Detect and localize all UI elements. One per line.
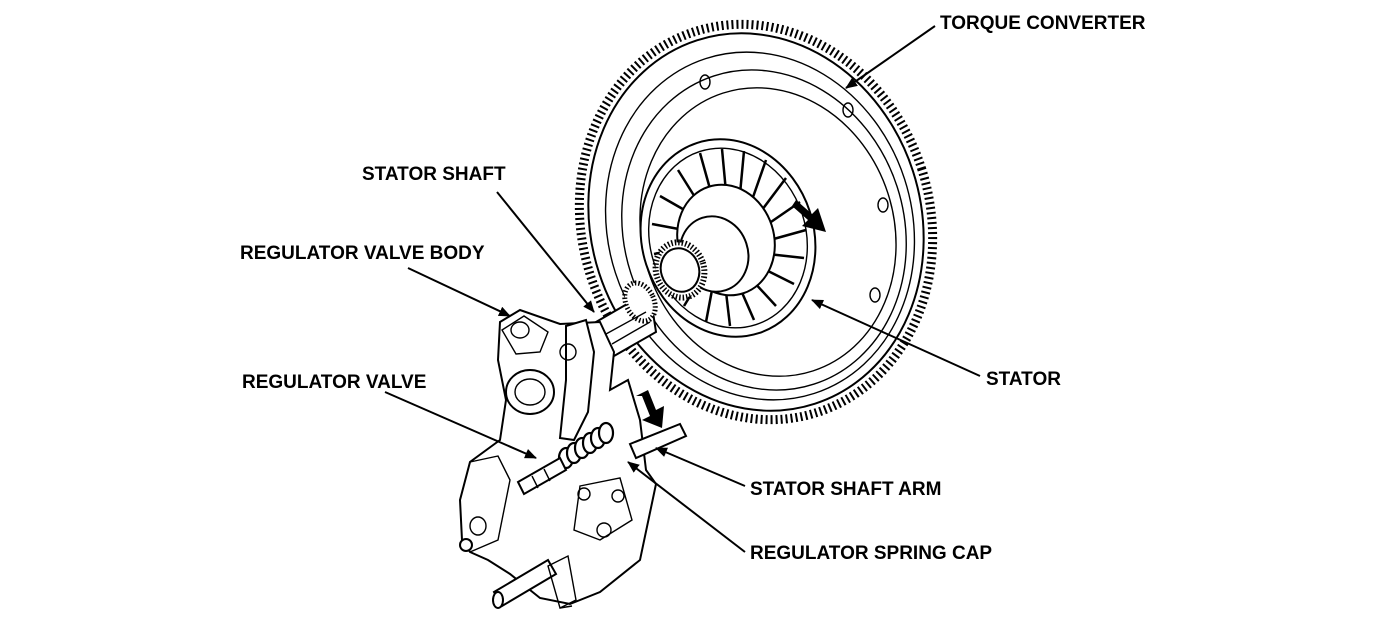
leader-stator [811, 299, 981, 377]
leader-lines [384, 25, 981, 553]
leader-torque-converter [845, 25, 936, 89]
label-regulator-spring-cap: REGULATOR SPRING CAP [750, 543, 992, 564]
leader-stator-shaft-arm [655, 447, 746, 487]
stator-wheel [639, 138, 817, 338]
label-stator-shaft-arm: STATOR SHAFT ARM [750, 479, 941, 500]
label-regulator-valve: REGULATOR VALVE [242, 372, 426, 393]
label-torque-converter: TORQUE CONVERTER [940, 13, 1146, 34]
torque-converter-illustration [574, 19, 938, 425]
stator-shaft-illustration [594, 280, 658, 358]
label-stator: STATOR [986, 369, 1061, 390]
leader-regulator-valve-body [407, 267, 511, 317]
label-stator-shaft: STATOR SHAFT [362, 164, 506, 185]
label-regulator-valve-body: REGULATOR VALVE BODY [240, 243, 485, 264]
leader-regulator-valve [384, 391, 537, 459]
leader-stator-shaft [496, 191, 595, 313]
leader-regulator-spring-cap [627, 461, 746, 553]
regulator-valve-body-illustration [458, 308, 688, 610]
